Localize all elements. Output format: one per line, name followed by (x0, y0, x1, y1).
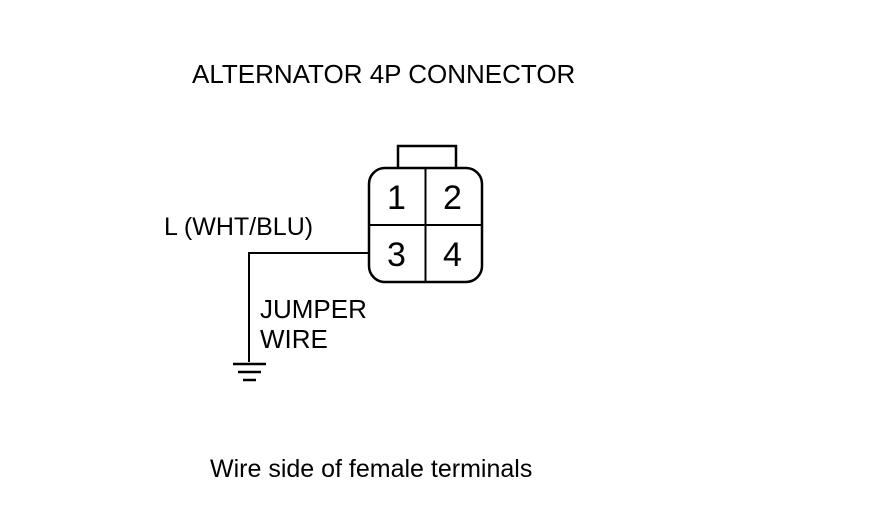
view-caption: Wire side of female terminals (210, 455, 533, 483)
connector-lock-tab (396, 144, 458, 168)
diagram-title: ALTERNATOR 4P CONNECTOR (192, 59, 576, 89)
jumper-wire-label-line2: WIRE (260, 324, 328, 354)
connector-pin-3: 3 (387, 236, 406, 274)
connector-pin-4: 4 (443, 236, 462, 274)
wire-color-label: L (WHT/BLU) (164, 213, 314, 241)
connector-pin-1: 1 (387, 179, 406, 217)
ground-symbol-icon (233, 362, 266, 382)
connector-pin-2: 2 (443, 179, 462, 217)
jumper-wire-label-line1: JUMPER (260, 294, 367, 324)
jumper-wire-line (248, 252, 369, 362)
